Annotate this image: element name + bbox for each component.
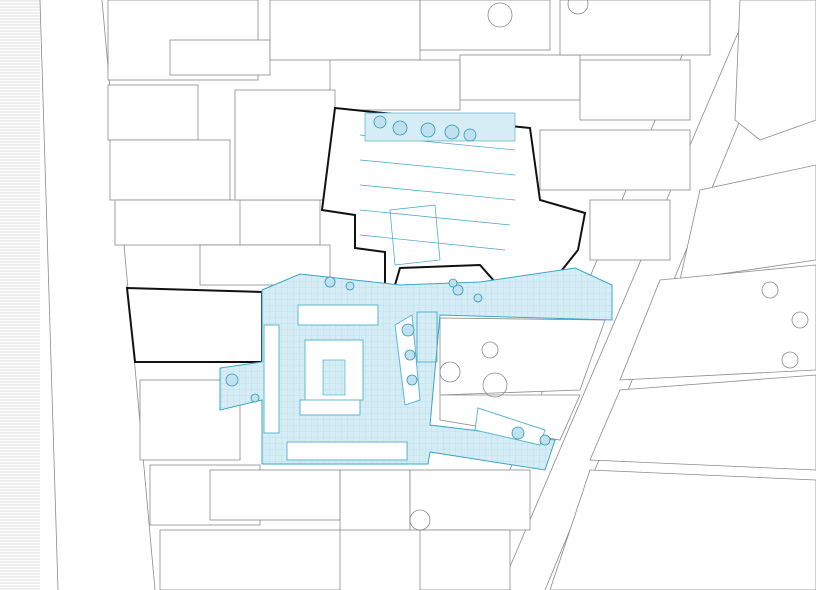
- courtyard-trees: [373, 115, 477, 142]
- parking-areas: [263, 304, 546, 461]
- stairs: [416, 311, 438, 363]
- main-building: [320, 106, 587, 287]
- left-building: [125, 286, 263, 363]
- main-building-interior: [359, 112, 516, 266]
- hatched-edge-strip: [0, 0, 40, 590]
- surrounding-buildings: [107, 0, 816, 590]
- plaza-trees: [225, 276, 551, 446]
